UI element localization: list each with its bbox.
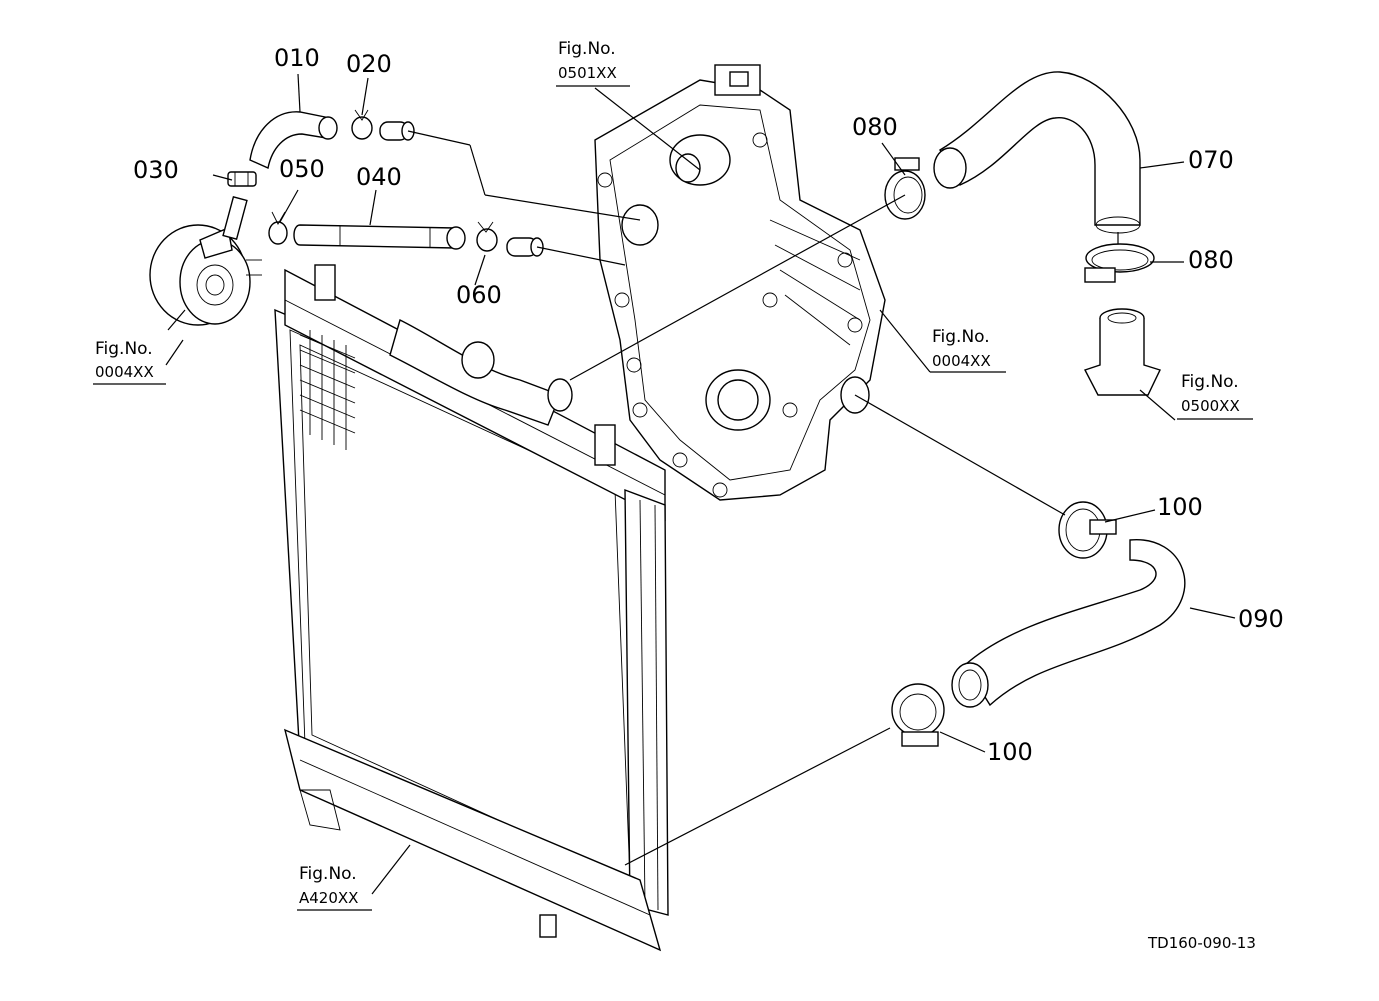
- part-label-080-upper: 080: [852, 113, 898, 141]
- radiator: [274, 264, 669, 952]
- svg-text:0004XX: 0004XX: [95, 363, 154, 381]
- hose-040: [293, 224, 466, 250]
- svg-text:0004XX: 0004XX: [932, 352, 991, 370]
- leader-lines: [165, 73, 1236, 895]
- part-label-010: 010: [274, 44, 320, 72]
- figref-gear-case-top: Fig.No. 0501XX: [556, 39, 630, 87]
- part-label-040: 040: [356, 163, 402, 191]
- clamp-100-upper: [1058, 501, 1117, 559]
- part-label-030: 030: [133, 156, 179, 184]
- clamp-030: [227, 171, 257, 187]
- gear-case: [594, 64, 886, 501]
- part-label-050: 050: [279, 155, 325, 183]
- thermostat-cover: [1084, 308, 1161, 396]
- svg-text:0501XX: 0501XX: [558, 64, 617, 82]
- part-label-100-lower: 100: [987, 738, 1033, 766]
- figref-thermostat: Fig.No. 0500XX: [1177, 372, 1253, 420]
- clamp-080-lower: [1084, 243, 1155, 283]
- clamp-050: [268, 211, 288, 245]
- clamp-060: [476, 221, 498, 252]
- part-label-090: 090: [1238, 605, 1284, 633]
- part-label-060: 060: [456, 281, 502, 309]
- svg-text:A420XX: A420XX: [299, 889, 358, 907]
- hose-070: [933, 71, 1141, 234]
- hose-090: [951, 539, 1186, 708]
- svg-text:Fig.No.: Fig.No.: [95, 339, 153, 359]
- part-label-020: 020: [346, 50, 392, 78]
- oil-cooler: [149, 196, 262, 326]
- part-label-080-lower: 080: [1188, 246, 1234, 274]
- svg-text:Fig.No.: Fig.No.: [1181, 372, 1239, 392]
- drawing-code: TD160-090-13: [1147, 934, 1256, 952]
- clamp-100-lower: [891, 683, 945, 747]
- figref-gear-case-right: Fig.No. 0004XX: [930, 327, 1006, 373]
- svg-text:Fig.No.: Fig.No.: [558, 39, 616, 59]
- svg-text:Fig.No.: Fig.No.: [932, 327, 990, 347]
- clamp-020: [351, 109, 373, 140]
- figref-radiator: Fig.No. A420XX: [297, 864, 372, 911]
- part-label-100-upper: 100: [1157, 493, 1203, 521]
- part-label-070: 070: [1188, 146, 1234, 174]
- svg-text:Fig.No.: Fig.No.: [299, 864, 357, 884]
- figref-oil-cooler: Fig.No. 0004XX: [93, 339, 166, 385]
- clamp-080-upper: [884, 157, 926, 220]
- svg-text:0500XX: 0500XX: [1181, 397, 1240, 415]
